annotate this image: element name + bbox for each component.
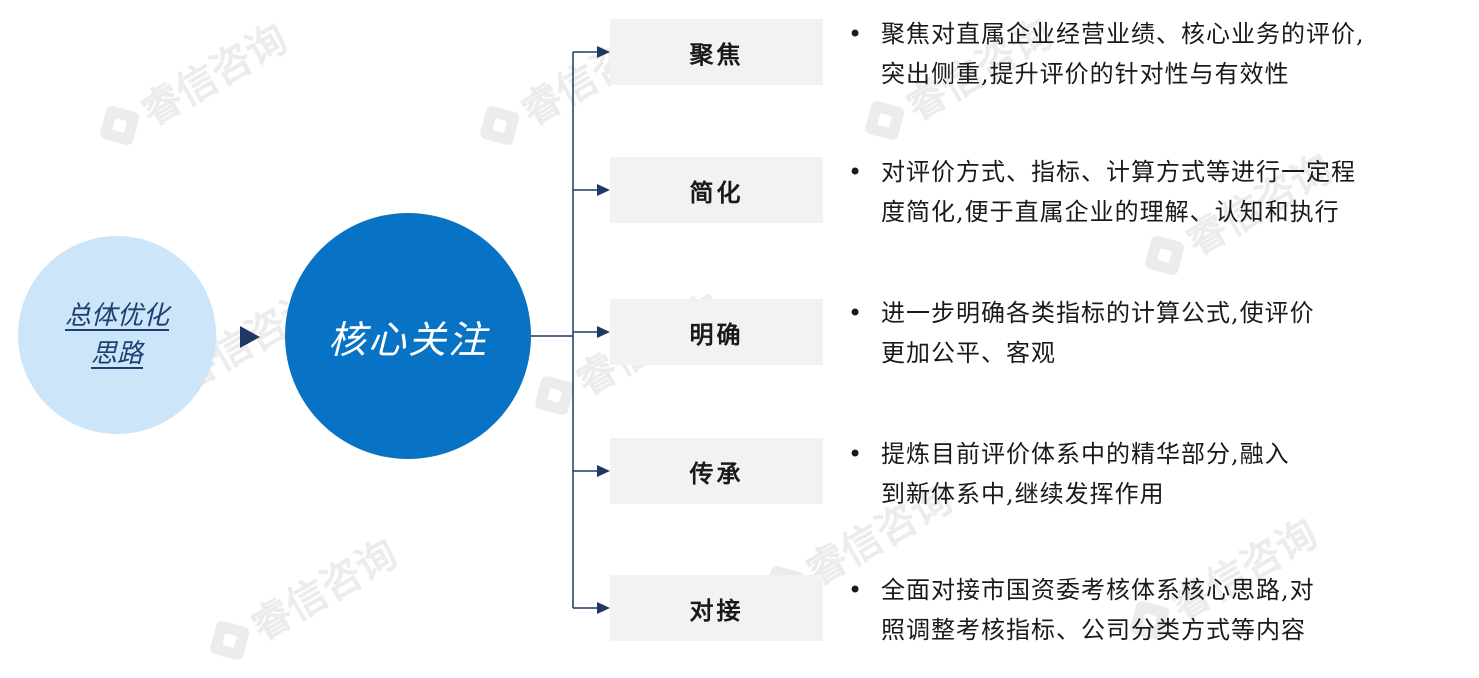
bullet-dot-icon: • xyxy=(848,20,863,48)
bullet-simplify-line2: 度简化,便于直属企业的理解、认知和执行 xyxy=(881,198,1340,226)
label-focus: 聚焦 xyxy=(610,19,823,85)
arrow-right-icon xyxy=(240,326,260,348)
label-simplify: 简化 xyxy=(610,157,823,223)
bullet-clarify-line1: 进一步明确各类指标的计算公式,使评价 xyxy=(881,299,1315,327)
bullet-dot-icon: • xyxy=(848,576,863,604)
connector-branch xyxy=(573,602,610,614)
arrowhead-icon xyxy=(597,184,610,196)
bullet-simplify: • 对评价方式、指标、计算方式等进行一定程 度简化,便于直属企业的理解、认知和执… xyxy=(848,152,1468,232)
connector-branch xyxy=(573,184,610,196)
bullet-inherit: • 提炼目前评价体系中的精华部分,融入 到新体系中,继续发挥作用 xyxy=(848,434,1468,514)
label-clarify: 明确 xyxy=(610,299,823,365)
arrowhead-icon xyxy=(597,602,610,614)
connector-branch xyxy=(573,326,610,338)
connector-branch xyxy=(573,46,610,58)
bullet-connect: • 全面对接市国资委考核体系核心思路,对 照调整考核指标、公司分类方式等内容 xyxy=(848,570,1468,650)
bullet-dot-icon: • xyxy=(848,158,863,186)
arrowhead-icon xyxy=(597,326,610,338)
bullet-focus-line2: 突出侧重,提升评价的针对性与有效性 xyxy=(881,60,1290,88)
bullet-simplify-line1: 对评价方式、指标、计算方式等进行一定程 xyxy=(881,158,1356,186)
main-circle-label: 核心关注 xyxy=(327,317,488,362)
bullet-inherit-line1: 提炼目前评价体系中的精华部分,融入 xyxy=(881,440,1290,468)
bullet-clarify-line2: 更加公平、客观 xyxy=(881,339,1056,367)
arrowhead-icon xyxy=(597,46,610,58)
label-inherit: 传承 xyxy=(610,438,823,504)
connector-branch xyxy=(573,465,610,477)
bullet-connect-line2: 照调整考核指标、公司分类方式等内容 xyxy=(881,616,1306,644)
bullet-inherit-line2: 到新体系中,继续发挥作用 xyxy=(881,480,1165,508)
overall-optimization-circle: 总体优化 思路 xyxy=(18,236,216,434)
bullet-focus-line1: 聚焦对直属企业经营业绩、核心业务的评价, xyxy=(881,20,1365,48)
bullet-dot-icon: • xyxy=(848,440,863,468)
bullet-dot-icon: • xyxy=(848,299,863,327)
label-connect: 对接 xyxy=(610,575,823,641)
bullet-clarify: • 进一步明确各类指标的计算公式,使评价 更加公平、客观 xyxy=(848,293,1468,373)
bullet-connect-line1: 全面对接市国资委考核体系核心思路,对 xyxy=(881,576,1315,604)
arrowhead-icon xyxy=(597,465,610,477)
bullet-focus: • 聚焦对直属企业经营业绩、核心业务的评价, 突出侧重,提升评价的针对性与有效性 xyxy=(848,14,1468,94)
core-focus-circle: 核心关注 xyxy=(285,213,531,459)
left-circle-line1: 总体优化 xyxy=(64,301,169,331)
left-circle-line2: 思路 xyxy=(90,339,143,369)
